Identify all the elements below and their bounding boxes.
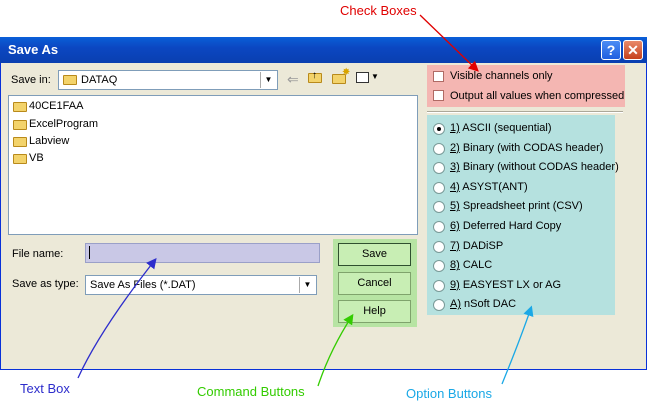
visible-channels-checkbox[interactable] <box>433 71 444 82</box>
up-folder-icon[interactable]: ↑ <box>308 70 324 85</box>
check-boxes-arrow <box>419 14 479 72</box>
folder-icon <box>13 101 27 112</box>
option-radio[interactable] <box>433 260 445 273</box>
option-label[interactable]: 7) DADiSP <box>450 240 503 252</box>
cancel-button[interactable]: Cancel <box>338 272 411 295</box>
visible-channels-label: Visible channels only <box>450 70 553 82</box>
question-icon: ? <box>606 42 616 58</box>
annotation-check-boxes: Check Boxes <box>340 3 417 18</box>
option-label[interactable]: 3) Binary (without CODAS header) <box>450 161 619 173</box>
option-key: 4) <box>450 180 460 193</box>
chevron-down-icon: ▼ <box>299 277 315 293</box>
option-label[interactable]: 9) EASYEST LX or AG <box>450 279 561 291</box>
annotation-option-buttons: Option Buttons <box>406 386 492 401</box>
command-buttons-arrow <box>317 313 354 387</box>
save-in-value: DATAQ <box>81 74 118 86</box>
option-label[interactable]: 6) Deferred Hard Copy <box>450 220 561 232</box>
option-buttons-highlight <box>427 115 615 315</box>
text-cursor <box>89 246 90 259</box>
option-radio[interactable] <box>433 181 445 194</box>
option-text: Binary (without CODAS header) <box>459 161 619 174</box>
option-radio[interactable] <box>433 123 445 135</box>
option-text: CALC <box>459 259 493 272</box>
option-label[interactable]: A) nSoft DAC <box>450 298 516 310</box>
option-label[interactable]: 1) ASCII (sequential) <box>450 122 552 134</box>
option-text: Binary (with CODAS header) <box>459 141 604 154</box>
folder-icon <box>13 153 27 164</box>
option-key: 2) <box>450 141 460 154</box>
dialog-title: Save As <box>8 42 59 57</box>
save-as-type-value: Save As Files (*.DAT) <box>90 279 196 291</box>
option-radio[interactable] <box>433 240 445 253</box>
list-item[interactable]: VB <box>13 151 44 166</box>
option-label[interactable]: 8) CALC <box>450 259 492 271</box>
title-bar <box>0 37 647 63</box>
new-folder-icon[interactable]: ✸ <box>332 67 350 85</box>
option-key: 6) <box>450 220 460 232</box>
save-as-type-label: Save as type: <box>12 278 79 290</box>
option-text: Spreadsheet print (CSV) <box>459 200 583 213</box>
close-icon: ✕ <box>627 42 639 58</box>
option-buttons-arrow <box>501 305 534 385</box>
close-button[interactable]: ✕ <box>623 40 643 60</box>
option-key: A) <box>450 298 461 311</box>
output-all-values-label: Output all values when compressed <box>450 90 625 102</box>
option-text: nSoft DAC <box>461 298 517 311</box>
option-radio[interactable] <box>433 279 445 292</box>
option-text: DADiSP <box>459 239 504 252</box>
option-radio[interactable] <box>433 299 445 312</box>
annotation-text-box: Text Box <box>20 381 70 396</box>
file-name-label: File name: <box>12 248 64 260</box>
option-key: 7) <box>450 239 460 252</box>
file-name-input[interactable] <box>85 243 320 263</box>
chevron-down-icon: ▼ <box>260 72 276 88</box>
option-key: 1) <box>450 122 460 134</box>
option-text: ASCII (sequential) <box>459 122 552 134</box>
annotation-command-buttons: Command Buttons <box>197 384 305 399</box>
save-as-type-dropdown[interactable]: Save As Files (*.DAT) ▼ <box>85 275 317 295</box>
option-radio[interactable] <box>433 221 445 233</box>
option-key: 9) <box>450 278 460 291</box>
back-icon[interactable]: ⇐ <box>287 71 299 87</box>
option-key: 8) <box>450 259 460 272</box>
help-title-button[interactable]: ? <box>601 40 621 60</box>
option-label[interactable]: 4) ASYST(ANT) <box>450 181 528 193</box>
list-item[interactable]: ExcelProgram <box>13 117 98 132</box>
option-text: EASYEST LX or AG <box>459 278 562 291</box>
option-text: Deferred Hard Copy <box>459 220 562 232</box>
text-box-arrow <box>77 257 157 379</box>
list-item[interactable]: 40CE1FAA <box>13 99 83 114</box>
option-text: ASYST(ANT) <box>459 180 528 193</box>
option-radio[interactable] <box>433 162 445 175</box>
option-radio[interactable] <box>433 142 445 155</box>
view-menu-icon[interactable]: ▼ <box>356 71 379 85</box>
save-button[interactable]: Save <box>338 243 411 266</box>
file-list[interactable]: 40CE1FAA ExcelProgram Labview VB <box>8 95 418 235</box>
option-label[interactable]: 5) Spreadsheet print (CSV) <box>450 200 583 212</box>
folder-icon <box>13 119 27 130</box>
option-key: 5) <box>450 200 460 213</box>
divider <box>427 111 623 113</box>
help-button[interactable]: Help <box>338 300 411 323</box>
save-in-dropdown[interactable]: DATAQ ▼ <box>58 70 278 90</box>
checkboxes-highlight <box>427 65 625 107</box>
option-label[interactable]: 2) Binary (with CODAS header) <box>450 142 603 154</box>
option-radio[interactable] <box>433 201 445 214</box>
output-all-values-checkbox[interactable] <box>433 90 444 101</box>
save-in-label: Save in: <box>11 74 51 86</box>
folder-icon <box>13 136 27 147</box>
list-item[interactable]: Labview <box>13 134 69 149</box>
folder-icon <box>63 75 77 85</box>
option-key: 3) <box>450 161 460 174</box>
